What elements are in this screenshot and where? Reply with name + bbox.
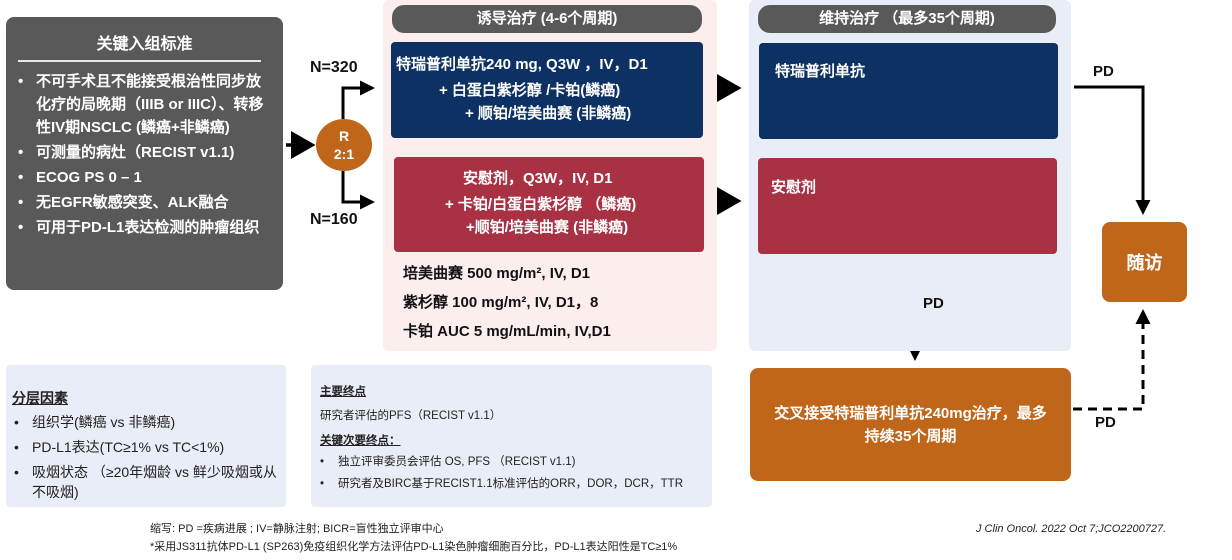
n-top-label: N=320: [310, 59, 358, 76]
randomization-ratio: 2:1: [333, 146, 355, 162]
dose-pemetrexed: 培美曲赛 500 mg/m², IV, D1: [403, 265, 591, 282]
maintenance-arm-a-box: 特瑞普利单抗: [759, 43, 1058, 139]
stratification-box: 分层因素 •组织学(鳞癌 vs 非鳞癌) •PD-L1表达(TC≥1% vs T…: [6, 365, 286, 507]
criteria-item: 可用于PD-L1表达检测的肿瘤组织: [16, 216, 265, 239]
stratification-item: •吸烟状态 （≥20年烟龄 vs 鲜少吸烟或从不吸烟): [14, 464, 277, 500]
abbreviation-footnote: 缩写: PD =疾病进展 ; IV=静脉注射; BICR=盲性独立评审中心: [150, 523, 444, 535]
arm-b-line-3: +顺铂/培美曲赛 (非鳞癌): [466, 219, 629, 236]
dose-carboplatin: 卡铂 AUC 5 mg/mL/min, IV,D1: [403, 323, 611, 340]
citation: J Clin Oncol. 2022 Oct 7;JCO2200727.: [976, 523, 1167, 535]
secondary-endpoint-title: 关键次要终点：: [320, 435, 401, 447]
methods-footnote: *采用JS311抗体PD-L1 (SP263)免疫组织化学方法评估PD-L1染色…: [150, 541, 678, 553]
arm-a-line-3: + 顺铂/培美曲赛 (非鳞癌): [465, 105, 632, 122]
crossover-box: 交叉接受特瑞普利单抗240mg治疗，最多持续35个周期: [750, 368, 1071, 481]
stratification-title: 分层因素: [12, 390, 68, 406]
pd-label-middle: PD: [923, 295, 944, 312]
arm-a-line-2: + 白蛋白紫杉醇 /卡铂(鳞癌): [439, 82, 621, 99]
maintenance-header: 维持治疗 （最多35个周期): [758, 5, 1056, 33]
criteria-item: 无EGFR敏感突变、ALK融合: [16, 191, 265, 214]
stratification-item: •PD-L1表达(TC≥1% vs TC<1%): [14, 439, 225, 455]
dose-list: 培美曲赛 500 mg/m², IV, D1 紫杉醇 100 mg/m², IV…: [403, 259, 611, 346]
maintenance-arm-b-box: 安慰剂: [758, 158, 1057, 254]
arm-b-line-2: + 卡铂/白蛋白紫杉醇 （鳞癌): [445, 196, 637, 213]
criteria-item: 不可手术且不能接受根治性同步放化疗的局晚期（IIIB or IIIC）、转移性I…: [16, 70, 265, 139]
randomization-circle: R 2:1: [316, 119, 372, 171]
arrow-rand-to-arm-b: [341, 171, 375, 210]
criteria-item: 可测量的病灶（RECIST v1.1): [16, 141, 265, 164]
inclusion-criteria-list: 不可手术且不能接受根治性同步放化疗的局晚期（IIIB or IIIC）、转移性I…: [16, 70, 265, 241]
followup-label: 随访: [1126, 253, 1163, 273]
dose-paclitaxel: 紫杉醇 100 mg/m², IV, D1，8: [403, 294, 599, 311]
induction-arm-b-box: 安慰剂，Q3W，IV, D1 + 卡铂/白蛋白紫杉醇 （鳞癌) +顺铂/培美曲赛…: [394, 157, 704, 252]
followup-box: 随访: [1102, 222, 1187, 302]
maintenance-arm-a-label: 特瑞普利单抗: [775, 63, 866, 80]
induction-arm-a-box: 特瑞普利单抗240 mg, Q3W ，IV，D1 + 白蛋白紫杉醇 /卡铂(鳞癌…: [391, 42, 703, 138]
arrow-rand-to-arm-a: [341, 80, 375, 119]
randomization-letter: R: [338, 128, 350, 144]
arm-b-line-1: 安慰剂，Q3W，IV, D1: [463, 170, 613, 187]
primary-endpoint-title: 主要终点: [320, 386, 366, 398]
stratification-item: •组织学(鳞癌 vs 非鳞癌): [14, 414, 176, 430]
inclusion-criteria-box: 关键入组标准 不可手术且不能接受根治性同步放化疗的局晚期（IIIB or III…: [6, 17, 283, 290]
criteria-item: ECOG PS 0 – 1: [16, 166, 265, 189]
secondary-endpoint-item: •独立评审委员会评估 OS, PFS （RECIST v1.1): [320, 456, 576, 468]
maintenance-arm-b-label: 安慰剂: [771, 179, 817, 196]
title-divider: [18, 60, 261, 62]
n-bottom-label: N=160: [310, 211, 358, 228]
arm-a-line-1: 特瑞普利单抗240 mg, Q3W ，IV，D1: [396, 56, 648, 73]
inclusion-criteria-title: 关键入组标准: [96, 36, 193, 53]
stratification-list: •组织学(鳞癌 vs 非鳞癌) •PD-L1表达(TC≥1% vs TC<1%)…: [14, 412, 278, 502]
induction-header: 诱导治疗 (4-6个周期): [392, 5, 702, 33]
crossover-label: 交叉接受特瑞普利单抗240mg治疗，最多持续35个周期: [774, 404, 1047, 445]
arrow-maint-a-to-followup: [1074, 85, 1151, 215]
arrow-crossover-to-followup: [1073, 309, 1151, 411]
endpoints-box: 主要终点 研究者评估的PFS（RECIST v1.1） 关键次要终点： •独立评…: [311, 365, 712, 507]
pd-label-top: PD: [1093, 63, 1114, 80]
secondary-endpoint-item: •研究者及BIRC基于RECIST1.1标准评估的ORR，DOR，DCR，TTR: [320, 478, 684, 490]
primary-endpoint-text: 研究者评估的PFS（RECIST v1.1）: [320, 410, 502, 422]
pd-label-bottom: PD: [1095, 414, 1116, 431]
